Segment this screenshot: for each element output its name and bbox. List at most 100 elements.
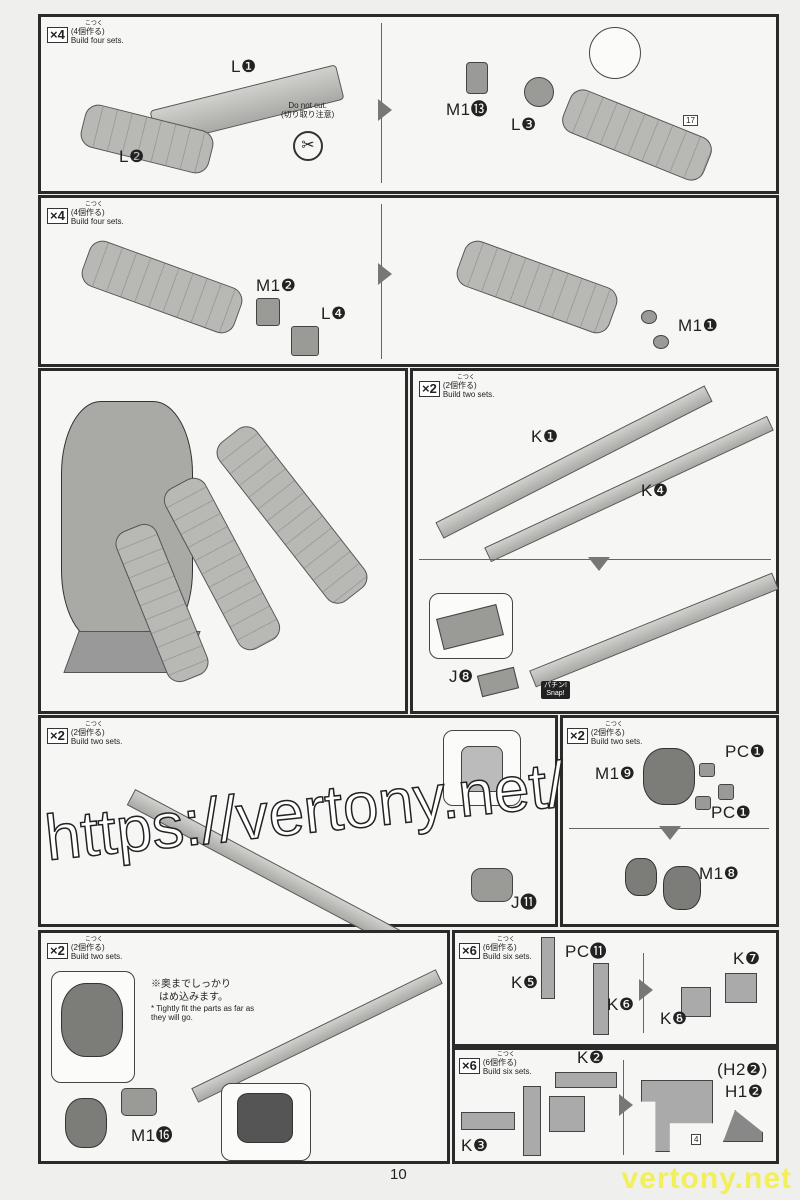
- count-badge: ×2: [419, 381, 440, 397]
- step-panel-3: ×2 こつく(2個作る)Build two sets. K❶ K❹ J❽ パチン…: [410, 368, 779, 714]
- part-m1-13: [466, 62, 488, 94]
- label-m1-13: M1⓭: [446, 100, 489, 119]
- count-ruby: こつく: [496, 1052, 515, 1058]
- label-j8: J❽: [449, 667, 474, 686]
- count-en: Build two sets.: [70, 737, 123, 746]
- step-panel-4: ×2 こつく(2個作る)Build two sets. J⓫: [38, 715, 558, 961]
- label-k3: K❸: [461, 1136, 489, 1155]
- label-k8: K❽: [660, 1009, 688, 1028]
- part-cylinder-assembled: [452, 236, 622, 338]
- count-en: Build six sets.: [482, 952, 532, 961]
- part-pc1: [699, 763, 715, 777]
- corner-watermark: vertony.net: [621, 1162, 792, 1195]
- part-m1-9: [643, 748, 695, 805]
- count-jp: (6個作る): [482, 943, 517, 952]
- part-body: [523, 1086, 541, 1156]
- part-cylinder: [77, 236, 247, 338]
- count-en: Build four sets.: [70, 36, 124, 45]
- set-count: ×6 こつく(6個作る)Build six sets.: [459, 937, 532, 961]
- count-ruby: こつく: [84, 722, 103, 728]
- note-en: * Tightly fit the parts as far as they w…: [151, 1004, 255, 1022]
- part-k7: [725, 973, 757, 1003]
- count-ruby: こつく: [84, 21, 103, 27]
- next-arrow: [659, 826, 681, 840]
- count-ruby: こつく: [84, 937, 103, 943]
- label-l1: L❶: [231, 57, 257, 76]
- step-panel-1: ×4 こつく(4個作る)Build four sets. L❶ L❷ Do no…: [38, 14, 779, 194]
- label-k5: K❺: [511, 973, 539, 992]
- part-m1-2: [256, 298, 280, 326]
- count-jp: (4個作る): [70, 27, 105, 36]
- part-detail-large: [61, 983, 123, 1057]
- count-en: Build six sets.: [482, 1067, 532, 1076]
- step-panel-7: ×6 こつく(6個作る)Build six sets. PC⓫ K❺ K❻ K❼…: [452, 930, 779, 1047]
- label-l4: L❹: [321, 304, 347, 323]
- part-j8: [476, 666, 520, 698]
- count-en: Build four sets.: [70, 217, 124, 226]
- detail-bubble: [443, 730, 521, 806]
- part-pc1b: [718, 784, 734, 800]
- part-m1-1b: [653, 335, 669, 349]
- count-ruby: こつく: [84, 202, 103, 208]
- next-arrow: [639, 979, 653, 1001]
- part-k2: [555, 1072, 617, 1088]
- label-k4: K❹: [641, 481, 669, 500]
- part-pc1c: [695, 796, 711, 810]
- part-m1-1: [641, 310, 657, 324]
- count-en: Build two sets.: [590, 737, 643, 746]
- label-m1-2: M1❷: [256, 276, 297, 295]
- set-count: ×2 こつく(2個作る)Build two sets.: [419, 375, 494, 399]
- label-k6: K❻: [607, 995, 635, 1014]
- part-m1-9-assembled: [625, 858, 657, 896]
- snap-jp: パチン!: [544, 682, 567, 689]
- label-m1-8: M1❽: [699, 864, 740, 883]
- set-count: ×6 こつく(6個作る)Build six sets.: [459, 1052, 532, 1076]
- count-badge: ×6: [459, 1058, 480, 1074]
- count-badge: ×2: [47, 943, 68, 959]
- label-h2-2: (H2❷): [717, 1060, 768, 1079]
- count-jp: (4個作る): [70, 208, 105, 217]
- count-jp: (2個作る): [442, 381, 477, 390]
- part-k8: [681, 987, 711, 1017]
- part-l4: [291, 326, 319, 356]
- part-m1-16-detail: [237, 1093, 293, 1143]
- snap-en: Snap!: [546, 690, 565, 697]
- part-cylinder: [557, 85, 717, 185]
- count-en: Build two sets.: [442, 390, 495, 399]
- count-jp: (6個作る): [482, 1058, 517, 1067]
- label-pc1: PC❶: [725, 742, 766, 761]
- snap-badge: パチン!Snap!: [541, 681, 570, 699]
- label-k7: K❼: [733, 949, 761, 968]
- count-badge: ×4: [47, 208, 68, 224]
- part-block: [549, 1096, 585, 1132]
- next-arrow: [619, 1094, 633, 1116]
- count-ruby: こつく: [604, 722, 623, 728]
- part-ball: [65, 1098, 107, 1148]
- page-number: 10: [390, 1166, 407, 1183]
- fit-note: ※奥までしっかり はめ込みます。 * Tightly fit the parts…: [151, 978, 261, 1024]
- do-not-cut-note: Do not cut.(切り取り注意): [281, 101, 334, 119]
- note-jp: (切り取り注意): [281, 110, 335, 119]
- step-panel-6: ×2 こつく(2個作る)Build two sets. M1⓰ ※奥までしっかり…: [38, 930, 450, 1164]
- count-badge: ×2: [567, 728, 588, 744]
- count-en: Build two sets.: [70, 952, 123, 961]
- label-j11: J⓫: [511, 893, 538, 912]
- count-ruby: こつく: [456, 375, 475, 381]
- label-l3: L❸: [511, 115, 537, 134]
- overview-illustration-panel: [38, 368, 408, 714]
- label-h1-2: H1❷: [725, 1082, 764, 1101]
- label-m1-16: M1⓰: [131, 1126, 174, 1145]
- label-l2: L❷: [119, 147, 145, 166]
- part-k6: [593, 963, 609, 1035]
- label-k1: K❶: [531, 427, 559, 446]
- label-m1-1: M1❶: [678, 316, 719, 335]
- label-k2: K❷: [577, 1048, 605, 1067]
- label-m1-9: M1❾: [595, 764, 636, 783]
- part-rail-assembled: [529, 572, 779, 688]
- sticker-ref: 17: [683, 115, 698, 126]
- label-pc11: PC⓫: [565, 942, 608, 961]
- part-m1-8: [663, 866, 701, 910]
- label-pc1-second: PC❶: [711, 803, 752, 822]
- count-jp: (2個作る): [590, 728, 625, 737]
- count-jp: (2個作る): [70, 728, 105, 737]
